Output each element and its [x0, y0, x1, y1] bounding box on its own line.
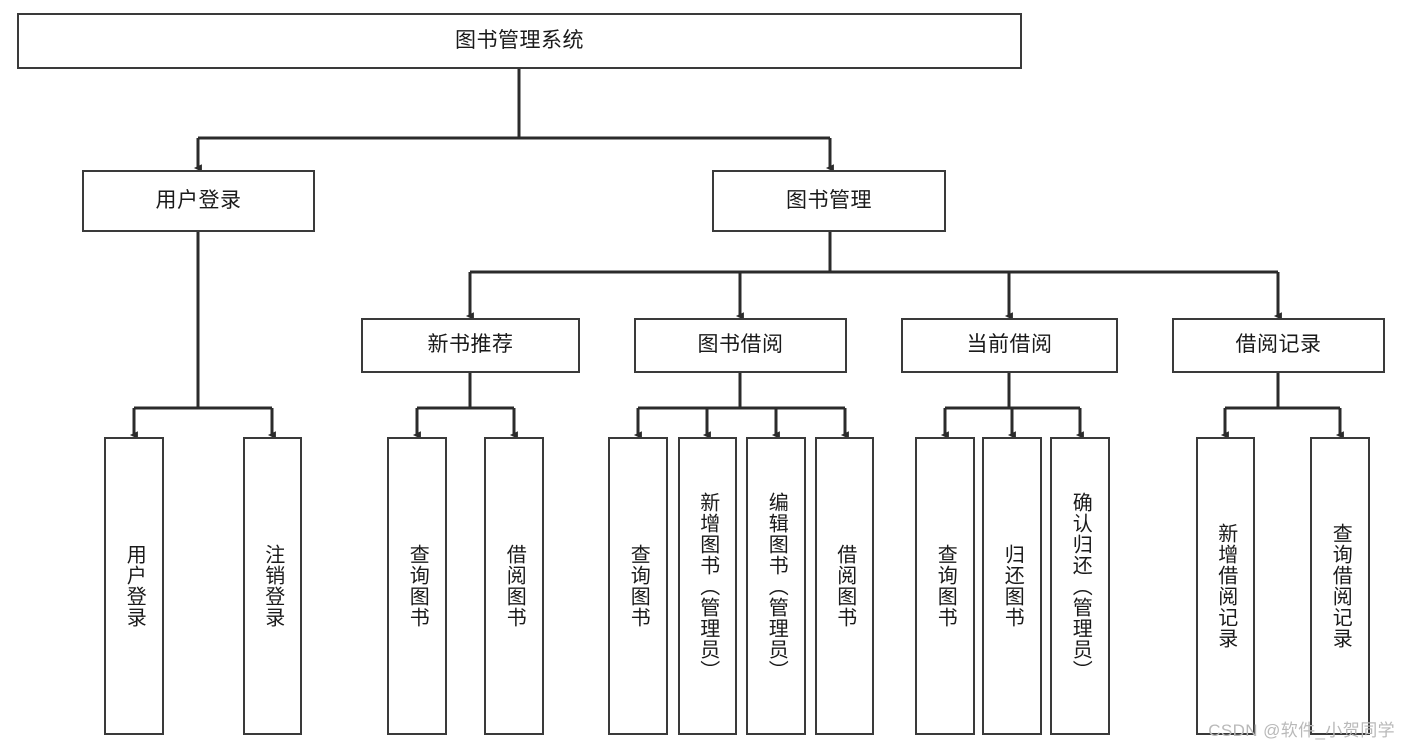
node-leaf-borrow-record-add[interactable]: 新增借阅记录: [1196, 437, 1255, 735]
node-leaf-user-login-logout[interactable]: 注销登录: [243, 437, 302, 735]
node-label: 查询借阅记录: [1329, 523, 1352, 649]
node-book-management[interactable]: 图书管理: [712, 170, 946, 232]
node-leaf-book-borrow-query[interactable]: 查询图书: [608, 437, 668, 735]
node-book-borrowing[interactable]: 图书借阅: [634, 318, 847, 373]
node-label: 用户登录: [155, 188, 242, 212]
node-label: 归还图书: [1001, 544, 1024, 628]
node-label: 当前借阅: [966, 333, 1053, 357]
node-label: 确认归还（管理员）: [1069, 491, 1092, 681]
node-root-book-management-system[interactable]: 图书管理系统: [17, 13, 1022, 69]
node-label: 新增图书（管理员）: [696, 491, 719, 681]
node-user-login[interactable]: 用户登录: [82, 170, 315, 232]
node-leaf-new-book-query[interactable]: 查询图书: [387, 437, 447, 735]
node-leaf-current-borrow-confirm-return[interactable]: 确认归还（管理员）: [1050, 437, 1110, 735]
node-label: 查询图书: [934, 544, 957, 628]
node-leaf-current-borrow-return[interactable]: 归还图书: [982, 437, 1042, 735]
node-label: 借阅图书: [503, 544, 526, 628]
node-borrowing-records[interactable]: 借阅记录: [1172, 318, 1385, 373]
node-label: 新增借阅记录: [1214, 523, 1237, 649]
node-label: 查询图书: [627, 544, 650, 628]
node-label: 注销登录: [261, 544, 284, 628]
node-leaf-user-login-login[interactable]: 用户登录: [104, 437, 164, 735]
node-label: 借阅记录: [1235, 333, 1322, 357]
node-label: 图书借阅: [697, 333, 784, 357]
node-label: 编辑图书（管理员）: [765, 491, 788, 681]
node-label: 图书管理: [786, 188, 872, 212]
node-label: 用户登录: [123, 544, 146, 628]
node-leaf-current-borrow-query[interactable]: 查询图书: [915, 437, 975, 735]
node-leaf-borrow-record-query[interactable]: 查询借阅记录: [1310, 437, 1370, 735]
node-leaf-book-borrow-edit-book[interactable]: 编辑图书（管理员）: [746, 437, 806, 735]
node-current-borrowing[interactable]: 当前借阅: [901, 318, 1118, 373]
node-label: 图书管理系统: [455, 28, 584, 52]
node-label: 新书推荐: [427, 333, 514, 357]
node-leaf-book-borrow-borrow-book[interactable]: 借阅图书: [815, 437, 874, 735]
node-leaf-new-book-borrow[interactable]: 借阅图书: [484, 437, 544, 735]
node-new-book-recommendation[interactable]: 新书推荐: [361, 318, 580, 373]
node-leaf-book-borrow-add-book[interactable]: 新增图书（管理员）: [678, 437, 737, 735]
node-label: 查询图书: [406, 544, 429, 628]
node-label: 借阅图书: [833, 544, 856, 628]
